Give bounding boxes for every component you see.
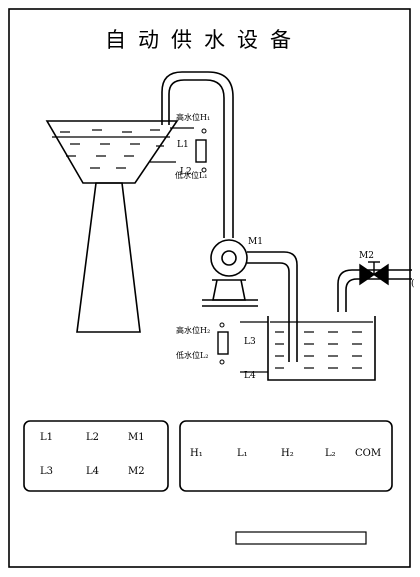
suction-pipe xyxy=(247,251,298,362)
lower-low-level-label: 低水位L₂ xyxy=(176,351,209,360)
tower-water-ripples xyxy=(60,129,164,169)
lower-tank xyxy=(267,316,376,381)
water-tower xyxy=(45,120,194,333)
right-terminal-panel xyxy=(179,420,393,492)
lower-high-level-label: 高水位H₂ xyxy=(176,326,211,335)
lower-sensor-l4-label: L4 xyxy=(244,371,256,381)
delivery-pipe xyxy=(161,71,234,238)
left-panel-terminal-l2: L2 xyxy=(86,432,100,443)
upper-low-contact xyxy=(201,167,207,173)
right-panel-terminal-h2: H₂ xyxy=(281,448,294,459)
right-panel-terminal-com: COM xyxy=(355,448,382,459)
nameplate-slot xyxy=(235,531,367,545)
lower-high-contact xyxy=(219,322,225,328)
upper-high-contact xyxy=(201,128,207,134)
tower-tank xyxy=(45,120,179,184)
lower-sensor-probes xyxy=(240,321,268,373)
right-panel-terminal-h1: H₁ xyxy=(190,448,203,459)
left-panel-terminal-l4: L4 xyxy=(86,466,100,477)
right-panel-terminal-l2: L₂ xyxy=(325,448,336,459)
side-glyph: ( xyxy=(411,279,415,289)
pump-label: M1 xyxy=(248,237,263,247)
lower-sensor-l3-label: L3 xyxy=(244,337,256,347)
upper-high-level-label: 高水位H₁ xyxy=(176,113,211,122)
left-panel-terminal-m2: M2 xyxy=(128,466,145,477)
tower-sensor-probes xyxy=(150,127,194,163)
lower-water-ripples xyxy=(275,331,362,369)
page-title: 自动供水设备 xyxy=(105,28,303,52)
upper-low-level-label: 低水位L₁ xyxy=(175,171,208,180)
left-terminal-panel xyxy=(23,420,169,492)
valve-m2 xyxy=(359,261,389,286)
upper-sensor-l1-label: L1 xyxy=(177,140,189,150)
lower-float-switch xyxy=(217,331,229,355)
outer-frame xyxy=(8,8,411,568)
inlet-pipe xyxy=(337,269,412,312)
valve-label: M2 xyxy=(359,251,374,261)
left-panel-terminal-m1: M1 xyxy=(128,432,145,443)
right-panel-terminal-l1: L₁ xyxy=(237,448,248,459)
lower-low-contact xyxy=(219,359,225,365)
left-panel-terminal-l3: L3 xyxy=(40,466,54,477)
pump-m1 xyxy=(202,239,258,307)
left-panel-terminal-l1: L1 xyxy=(40,432,54,443)
upper-float-switch xyxy=(195,139,207,163)
upper-sensor-l2-label: L2 xyxy=(180,167,192,177)
tower-leg xyxy=(76,182,141,333)
